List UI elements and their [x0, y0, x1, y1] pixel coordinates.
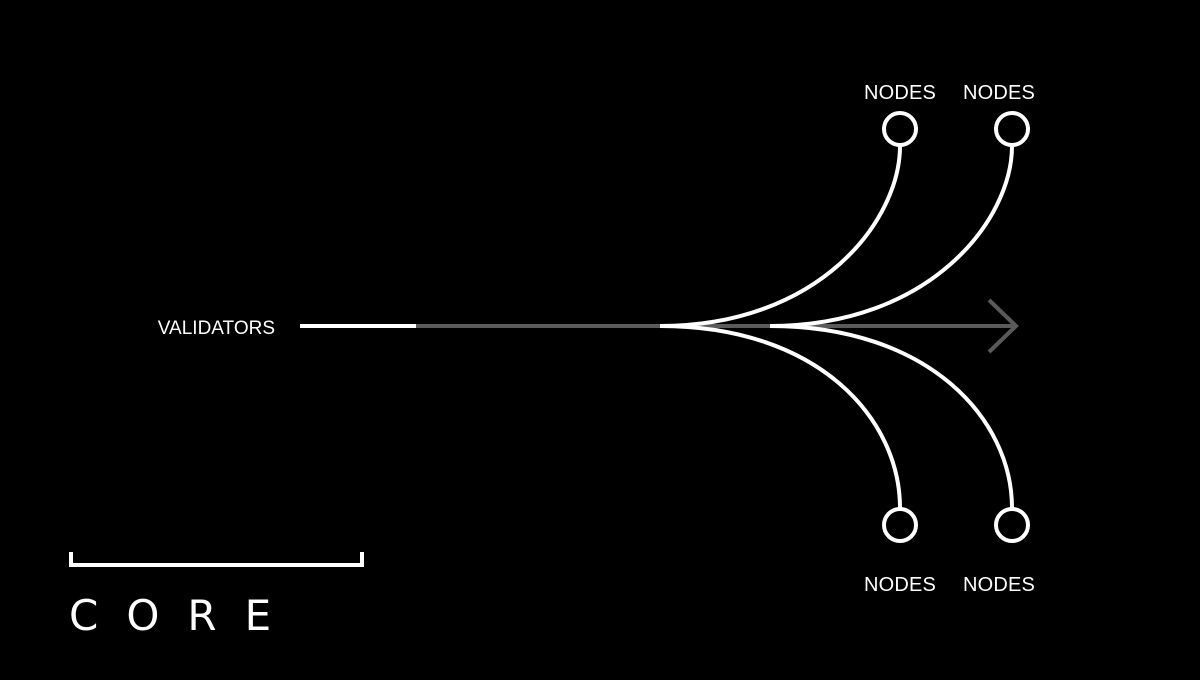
- node-label-top-right: NODES: [963, 82, 1035, 104]
- node-circle-top-right: [994, 111, 1030, 147]
- brand-bracket: [69, 552, 364, 567]
- node-circle-bottom-left: [882, 507, 918, 543]
- node-label-bottom-right: NODES: [963, 574, 1035, 596]
- node-label-bottom-left: NODES: [864, 574, 936, 596]
- branch-bottom-left: [659, 324, 902, 509]
- node-label-top-left: NODES: [864, 82, 936, 104]
- node-circle-bottom-right: [994, 507, 1030, 543]
- validators-label: VALIDATORS: [158, 318, 275, 339]
- brand-logo-text: CORE: [69, 591, 299, 640]
- branch-top-left: [659, 145, 902, 328]
- branch-top-right: [769, 145, 1014, 328]
- node-circle-top-left: [882, 111, 918, 147]
- flow-arrow-head: [987, 298, 1019, 354]
- branch-bottom-right: [769, 324, 1014, 509]
